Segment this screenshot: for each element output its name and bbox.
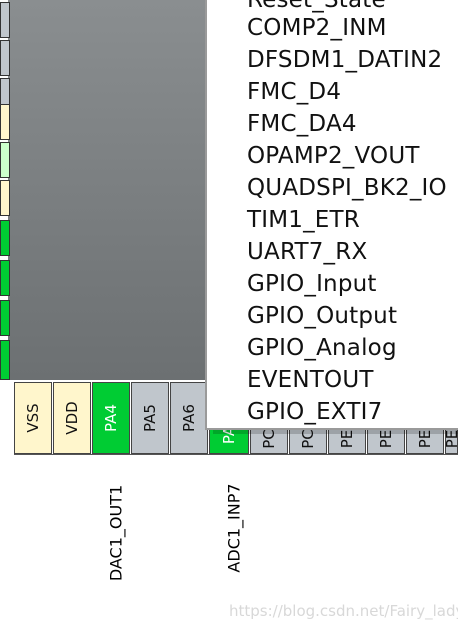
pin-pa5[interactable]: PA5 bbox=[131, 382, 169, 454]
pin-pa6[interactable]: PA6 bbox=[170, 382, 208, 454]
left-pin[interactable] bbox=[0, 142, 10, 178]
menu-item-comp2-inm[interactable]: COMP2_INM bbox=[247, 15, 387, 41]
left-pin[interactable] bbox=[0, 260, 10, 296]
menu-item-gpio-output[interactable]: GPIO_Output bbox=[247, 303, 398, 329]
pin-label: PA4 bbox=[102, 404, 120, 432]
menu-item-quadspi-bk2-io[interactable]: QUADSPI_BK2_IO bbox=[247, 175, 447, 201]
left-pin[interactable] bbox=[0, 2, 10, 38]
menu-item-eventout[interactable]: EVENTOUT bbox=[247, 367, 374, 393]
menu-item-gpio-analog[interactable]: GPIO_Analog bbox=[247, 335, 397, 361]
signal-label-pa7: ADC1_INP7 bbox=[224, 483, 244, 573]
pin-label: VDD bbox=[63, 401, 81, 435]
menu-item-gpio-input[interactable]: GPIO_Input bbox=[247, 271, 377, 297]
menu-item-uart7-rx[interactable]: UART7_RX bbox=[247, 239, 368, 265]
left-pin[interactable] bbox=[0, 180, 10, 216]
pin-pa4[interactable]: PA4 bbox=[92, 382, 130, 454]
watermark-text: https://blog.csdn.net/Fairy_lady bbox=[229, 602, 458, 620]
left-pin[interactable] bbox=[0, 340, 10, 380]
left-pin[interactable] bbox=[0, 104, 10, 140]
menu-item-dfsdm1-datin2[interactable]: DFSDM1_DATIN2 bbox=[247, 47, 443, 73]
menu-item-fmc-da4[interactable]: FMC_DA4 bbox=[247, 111, 357, 137]
pin-baseline bbox=[14, 454, 458, 455]
menu-item-tim1-etr[interactable]: TIM1_ETR bbox=[247, 207, 360, 233]
pin-label: PA5 bbox=[141, 404, 159, 432]
left-pin[interactable] bbox=[0, 300, 10, 336]
left-pin[interactable] bbox=[0, 40, 10, 76]
pin-label: VSS bbox=[24, 403, 42, 433]
left-pin[interactable] bbox=[0, 220, 10, 256]
menu-item-reset-state[interactable]: Reset_State bbox=[247, 0, 386, 13]
pin-label: PA6 bbox=[180, 404, 198, 432]
pin-vdd[interactable]: VDD bbox=[53, 382, 91, 454]
menu-item-gpio-exti7[interactable]: GPIO_EXTI7 bbox=[247, 399, 383, 425]
signal-label-pa4: DAC1_OUT1 bbox=[106, 484, 126, 582]
menu-item-fmc-d4[interactable]: FMC_D4 bbox=[247, 79, 342, 105]
pin-function-menu: Reset_State COMP2_INM DFSDM1_DATIN2 FMC_… bbox=[205, 0, 458, 430]
pin-vss[interactable]: VSS bbox=[14, 382, 52, 454]
menu-item-opamp2-vout[interactable]: OPAMP2_VOUT bbox=[247, 143, 420, 169]
